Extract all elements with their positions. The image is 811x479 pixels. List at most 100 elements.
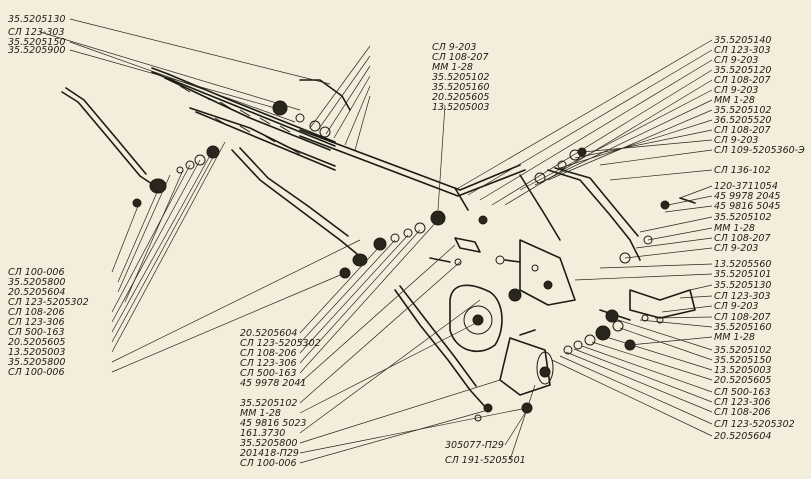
part-number-label: СЛ 500-163: [8, 327, 65, 338]
part-number-label: ММ 1-28: [714, 95, 755, 106]
part-number-label: СЛ 108-207: [714, 233, 771, 244]
labels-left-top: 35.5205130 СЛ 123-30335.520515035.5205900…: [8, 14, 489, 113]
part-number-label: СЛ 100-006: [8, 267, 65, 278]
part-number-label: 35.5205120: [714, 65, 771, 76]
leaders-left-top: [39, 18, 331, 123]
linkage-rod-right: [519, 167, 641, 261]
part-number-label: 161.3730: [240, 428, 285, 439]
part-number-label: СЛ 123-5205302: [8, 297, 89, 308]
part-number-label: СЛ 9-203: [714, 85, 758, 96]
washer-stack-left: [176, 145, 220, 174]
wiper-blade-left: [151, 67, 336, 151]
part-number-label: 35.5205130: [714, 280, 771, 291]
part-number-label: ММ 1-28: [240, 408, 281, 419]
part-number-label: 13.5205560: [714, 259, 771, 270]
part-number-label: СЛ 100-006: [240, 458, 297, 469]
part-number-label: СЛ 100-006: [8, 367, 65, 378]
part-number-label: 13.5205003: [714, 365, 771, 376]
part-number-label: 20.5205605: [714, 375, 771, 386]
part-number-label: 35.5205102: [714, 105, 771, 116]
part-number-label: СЛ 123-303: [714, 45, 771, 56]
part-number-label: СЛ 108-206: [714, 407, 771, 418]
part-number-label: СЛ 123-306: [8, 317, 65, 328]
part-number-label: 35.5205160: [714, 322, 771, 333]
wiper-arm-right: [231, 147, 368, 279]
gear-stack: [563, 320, 624, 355]
part-number-label: СЛ 108-206: [8, 307, 65, 318]
part-number-label: ММ 1-28: [714, 223, 755, 234]
part-number-label: 20.5205605: [432, 92, 489, 103]
part-number-label: 35.5205150: [8, 37, 65, 48]
wiper-arm-left: [61, 87, 167, 208]
part-number-label: 35.5205160: [432, 82, 489, 93]
wiper-blade-right: [189, 107, 336, 171]
part-number-label: 35.5205140: [714, 35, 771, 46]
labels-motor: 305077-П29 СЛ 191-5205501: [445, 440, 526, 466]
part-number-label: 13.5205003: [8, 347, 65, 358]
part-number-label: 45 9816 5045: [714, 201, 780, 212]
part-number-label: 201418-П29: [240, 448, 299, 459]
motor-cover: [449, 284, 503, 353]
part-number-label: СЛ 123-303: [8, 27, 65, 38]
part-number-label: 35.5205800: [240, 438, 297, 449]
part-number-label: СЛ 108-207: [432, 52, 489, 63]
part-number-label: СЛ 108-207: [714, 312, 771, 323]
part-number-label: 20.5205604: [8, 287, 65, 298]
part-number-label: СЛ 9-203: [714, 243, 758, 254]
part-number-label: 36.5205520: [714, 115, 771, 126]
part-number-label: СЛ 9-203: [714, 135, 758, 146]
part-number-label: СЛ 9-203: [714, 301, 758, 312]
part-number-label: СЛ 123-306: [714, 397, 771, 408]
part-number-label: ММ 1-28: [714, 332, 755, 343]
part-number-label: СЛ 108-207: [714, 125, 771, 136]
leaders-motor: [504, 384, 536, 461]
part-number-label: 20.5205604: [240, 328, 297, 339]
part-number-label: 13.5205003: [432, 102, 489, 113]
part-number-label: 35.5205102: [240, 398, 297, 409]
part-number-label: СЛ 9-203: [714, 55, 758, 66]
motor-body: [499, 329, 554, 396]
part-number-label: 35.5205102: [714, 345, 771, 356]
part-number-label: 35.5205130: [8, 14, 65, 25]
part-number-label: СЛ 500-163: [714, 387, 771, 398]
part-number-label: 35.5205800: [8, 357, 65, 368]
part-number-label: 120-3711054: [714, 181, 778, 192]
part-number-label: 35.5205150: [714, 355, 771, 366]
part-number-label: СЛ 9-203: [432, 42, 476, 53]
right-pivot-assembly: [599, 289, 696, 351]
part-number-label: СЛ 191-5205501: [445, 455, 526, 466]
part-number-label: СЛ 109-5205360-Э: [714, 145, 805, 156]
leaders-left-bottom: [111, 141, 361, 373]
part-number-label: СЛ 136-102: [714, 165, 771, 176]
part-number-label: ММ 1-28: [432, 62, 473, 73]
part-number-label: 35.5205101: [714, 269, 771, 280]
part-number-label: СЛ 123-303: [714, 291, 771, 302]
leaders-left-middle: [309, 45, 446, 211]
part-number-label: 20.5205605: [8, 337, 65, 348]
part-number-label: СЛ 108-206: [240, 348, 297, 359]
part-number-label: СЛ 123-5205302: [240, 338, 321, 349]
washer-stack-center: [373, 210, 446, 251]
leaders-center-bottom: [299, 219, 528, 464]
part-number-label: 20.5205604: [714, 431, 771, 442]
part-number-label: СЛ 500-163: [240, 368, 297, 379]
part-number-label: СЛ 123-5205302: [714, 419, 795, 430]
part-number-label: 35.5205800: [8, 277, 65, 288]
linkage-rod-long: [299, 129, 526, 211]
part-number-label: 45 9978 2045: [714, 191, 780, 202]
part-number-label: СЛ 123-306: [240, 358, 297, 369]
part-number-label: 35.5205900: [8, 45, 65, 56]
part-number-label: 35.5205102: [714, 212, 771, 223]
bracket-plate: [504, 239, 576, 306]
part-number-label: 45 9978 2041: [240, 378, 306, 389]
part-number-label: 35.5205102: [432, 72, 489, 83]
connector-pieces: [429, 237, 505, 266]
part-number-label: 305077-П29: [445, 440, 504, 451]
leaders-right: [454, 39, 713, 437]
part-number-label: 45 9816 5023: [240, 418, 306, 429]
